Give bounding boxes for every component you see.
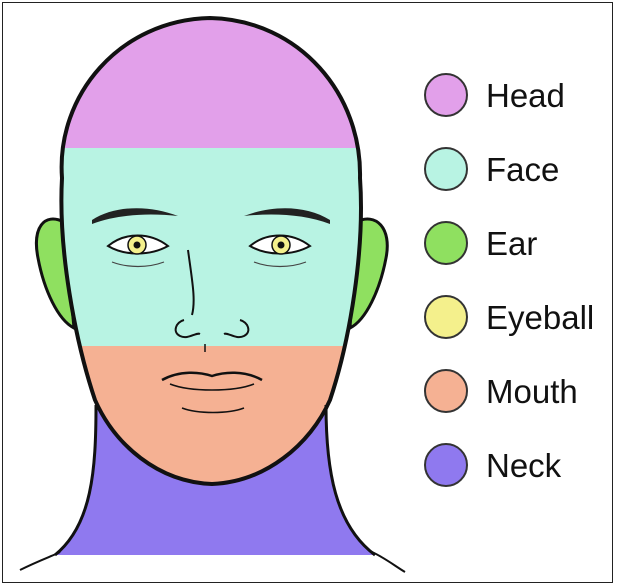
collar-left xyxy=(20,552,60,570)
collar-right xyxy=(372,552,405,572)
legend-label: Head xyxy=(486,79,565,112)
mouth-swatch xyxy=(424,369,468,413)
neck-swatch xyxy=(424,443,468,487)
legend-label: Neck xyxy=(486,449,561,482)
legend-item-neck: Neck xyxy=(424,440,561,490)
legend-label: Eyeball xyxy=(486,301,594,334)
face-swatch xyxy=(424,147,468,191)
legend-item-mouth: Mouth xyxy=(424,366,578,416)
legend-item-ear: Ear xyxy=(424,218,537,268)
legend-label: Face xyxy=(486,153,559,186)
legend-item-face: Face xyxy=(424,144,559,194)
ear-swatch xyxy=(424,221,468,265)
legend-item-eyeball: Eyeball xyxy=(424,292,594,342)
legend-label: Mouth xyxy=(486,375,578,408)
head-swatch xyxy=(424,73,468,117)
legend-item-head: Head xyxy=(424,70,565,120)
face-region xyxy=(40,148,380,346)
legend-label: Ear xyxy=(486,227,537,260)
eyeball-swatch xyxy=(424,295,468,339)
